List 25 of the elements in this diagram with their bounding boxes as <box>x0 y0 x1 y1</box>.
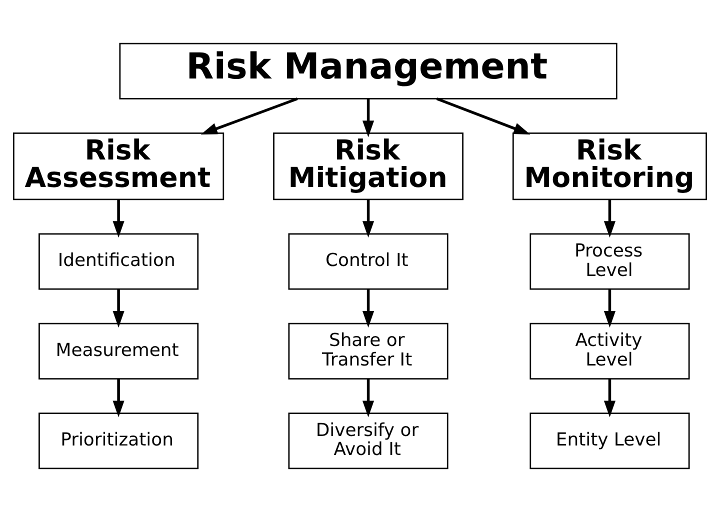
node-box: Risk Assessment <box>13 132 224 200</box>
node-box: Process Level <box>530 233 690 290</box>
node-box: Risk Monitoring <box>512 132 707 200</box>
arrow <box>112 200 124 238</box>
arrow <box>362 98 374 138</box>
node-box: Diversify or Avoid It <box>288 412 448 470</box>
node-box: Identification <box>38 233 199 290</box>
arrow <box>362 379 374 418</box>
node-box: Risk Management <box>119 42 618 100</box>
arrow <box>604 289 616 328</box>
node-box: Measurement <box>38 322 199 380</box>
node-box: Activity Level <box>530 322 690 380</box>
arrow <box>362 289 374 328</box>
arrow <box>112 379 124 418</box>
arrow <box>200 97 298 134</box>
node-box: Risk Mitigation <box>273 132 464 200</box>
arrow <box>604 200 616 238</box>
node-box: Share or Transfer It <box>288 322 448 380</box>
arrow <box>362 200 374 238</box>
node-box: Control It <box>288 233 448 290</box>
node-box: Entity Level <box>530 412 690 470</box>
arrow <box>112 289 124 328</box>
arrow <box>436 97 530 135</box>
node-box: Prioritization <box>38 412 199 470</box>
arrow <box>604 379 616 418</box>
